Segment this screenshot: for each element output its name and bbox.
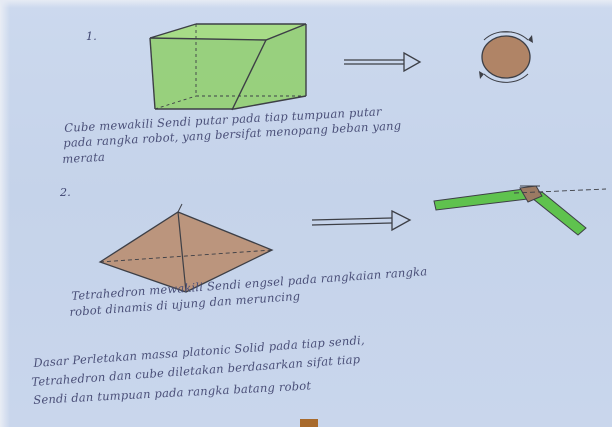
bottom-edge-mark [300,419,318,427]
rotation-joint-drawing [479,32,533,83]
tetra-edge [178,204,182,212]
cube-drawing [150,24,306,110]
section-2-number: 2. [60,186,71,199]
arrow-2 [312,211,410,230]
arrow-1 [344,53,420,71]
section-1-caption-line: merata [62,151,105,166]
hinge-joint-drawing [434,186,606,235]
